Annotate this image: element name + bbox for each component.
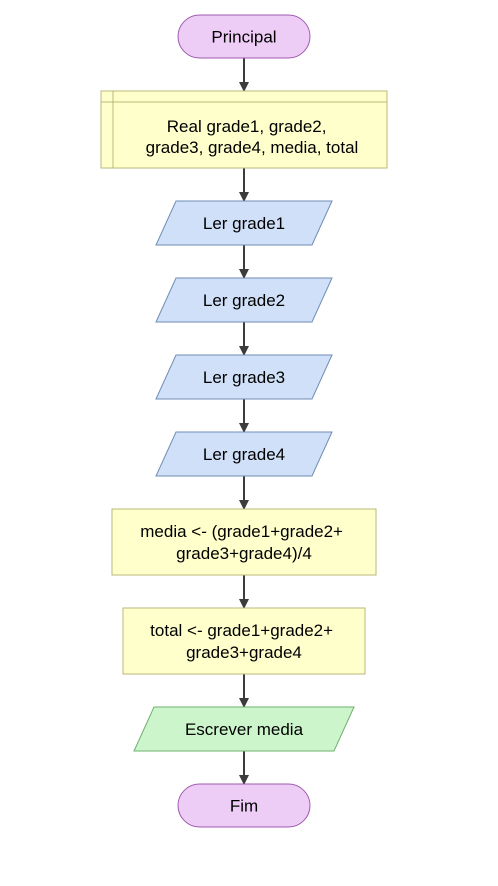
end-label: Fim [230,797,258,816]
assign-media-line-1: media <- (grade1+grade2+ [140,522,343,541]
svg-text:media <- (grade1+grade2+: media <- (grade1+grade2+ grade3+grade4)/… [140,522,347,563]
node-start: Principal [177,14,311,59]
node-write-media: Escrever media [133,706,355,752]
read-grade2-label: Ler grade2 [203,291,285,310]
end-terminal-shape [177,783,311,828]
write-media-label: Escrever media [185,720,304,739]
assign-total-line-2: grade3+grade4 [186,643,302,662]
node-declaration: Real grade1, grade2, grade3, grade4, med… [100,90,388,169]
svg-text:Ler grade2: Ler grade2 [203,291,285,310]
start-label: Principal [211,28,276,47]
node-assign-total: total <- grade1+grade2+ grade3+grade4 [122,607,366,675]
assign-media-line-2: grade3+grade4)/4 [176,544,312,563]
svg-text:Escrever media: Escrever media [185,720,304,739]
start-terminal-shape [177,14,311,59]
node-assign-media: media <- (grade1+grade2+ grade3+grade4)/… [111,508,377,576]
read-grade3-input-shape [155,354,333,400]
svg-text:Real grade1, grade2, gra: Real grade1, grade2, grade3, grade4, med… [146,117,359,157]
node-read-grade1: Ler grade1 [155,200,333,246]
node-read-grade4: Ler grade4 [155,431,333,477]
read-grade2-input-shape [155,277,333,323]
svg-text:Fim: Fim [230,797,258,816]
declaration-line-2: grade3, grade4, media, total [146,138,359,157]
svg-text:Ler grade1: Ler grade1 [203,214,285,233]
read-grade1-input-shape [155,200,333,246]
node-read-grade3: Ler grade3 [155,354,333,400]
read-grade3-label: Ler grade3 [203,368,285,387]
svg-text:Ler grade4: Ler grade4 [203,445,285,464]
svg-text:total <- grade1+grade2+: total <- grade1+grade2+ grade3+grade4 [150,621,338,662]
read-grade1-label: Ler grade1 [203,214,285,233]
read-grade4-input-shape [155,431,333,477]
assign-total-process-shape [122,607,366,675]
svg-text:Ler grade3: Ler grade3 [203,368,285,387]
node-end: Fim [177,783,311,828]
svg-text:Principal: Principal [211,28,276,47]
write-media-output-shape [133,706,355,752]
node-read-grade2: Ler grade2 [155,277,333,323]
declaration-line-1: Real grade1, grade2, [167,117,327,136]
assign-total-line-1: total <- grade1+grade2+ [150,621,333,640]
read-grade4-label: Ler grade4 [203,445,285,464]
assign-media-process-shape [111,508,377,576]
declaration-shape [100,90,388,169]
